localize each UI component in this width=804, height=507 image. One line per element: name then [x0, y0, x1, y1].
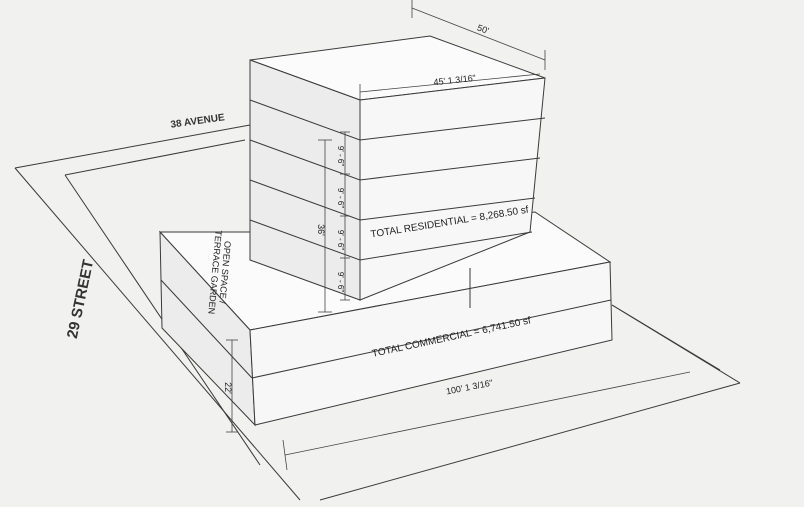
dim-base-height: 22' [223, 382, 233, 394]
dim-top-depth: 45' 1 3/16" [433, 73, 476, 87]
dim-total-height: 36' [316, 224, 326, 236]
residential-tower [249, 35, 546, 301]
dimensions [226, 0, 691, 471]
podium-front-face [249, 261, 613, 426]
dim-floor-1: 9' - 6" [336, 146, 345, 167]
dim-base-length: 100' 1 3/16" [445, 378, 493, 397]
tower-left-face [249, 59, 361, 301]
avenue-label-38: 38 AVENUE [170, 112, 226, 131]
street-label-29: 29 STREET [64, 258, 97, 340]
dim-floor-3: 9' - 6" [336, 230, 345, 251]
dim-top-width: 50' [476, 22, 491, 36]
dim-floor-4: 9' - 6" [336, 272, 345, 293]
lot-outline [14, 124, 741, 501]
dim-floor-2: 9' - 6" [336, 188, 345, 209]
